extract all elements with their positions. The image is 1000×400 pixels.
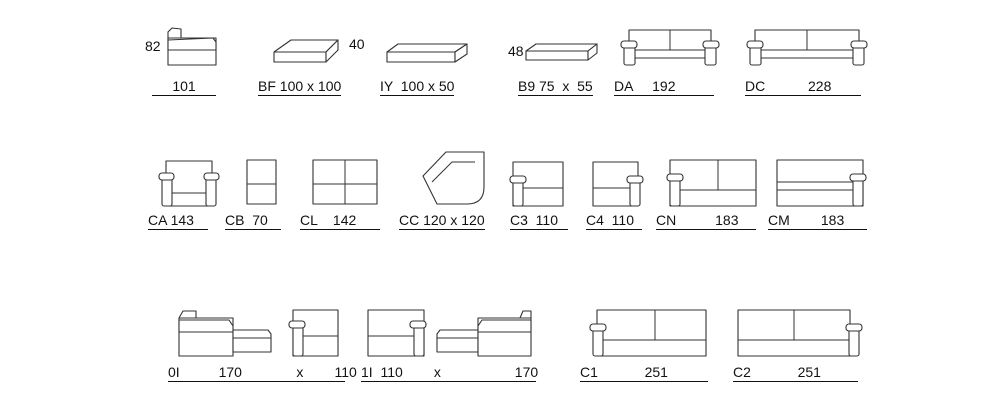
drawing-cl-loveseat <box>312 159 378 205</box>
drawing-cm-sofa <box>776 159 867 207</box>
label-iy: IY 100 x 50 <box>380 78 455 96</box>
drawing-101-recliner-seat <box>167 27 217 66</box>
drawing-c1-sofa <box>589 309 707 357</box>
drawing-b9-bench <box>525 43 598 61</box>
label-cn: CN 183 <box>656 212 756 230</box>
drawing-0i-chaise-combination <box>178 309 339 357</box>
drawing-cn-sofa <box>666 159 757 207</box>
drawing-cc-corner <box>422 151 485 205</box>
label-da: DA 192 <box>614 78 714 96</box>
drawing-c4-chair-arm-right <box>592 161 644 207</box>
label-bf: BF 100 x 100 <box>258 78 342 96</box>
label-c1: C1 251 <box>580 364 708 382</box>
label-c4: C4 110 <box>586 212 642 230</box>
label-c2: C2 251 <box>733 364 858 382</box>
label-101: 101 <box>152 78 216 96</box>
drawing-dc-sofa <box>746 29 868 66</box>
drawing-cb-armless-chair <box>246 159 277 205</box>
label-cl: CL 142 <box>300 212 380 230</box>
drawing-da-sofa <box>620 29 720 66</box>
drawing-c2-sofa <box>737 309 863 357</box>
label-cm: CM 183 <box>768 212 867 230</box>
drawing-bf-pouf <box>273 39 339 63</box>
height-b9: 48 <box>508 43 524 59</box>
label-1i: 1I 110 x 170 <box>361 364 539 382</box>
label-cb: CB 70 <box>225 212 281 230</box>
label-ca: CA 143 <box>148 212 208 230</box>
drawing-1i-chaise-combination <box>367 309 532 357</box>
label-dc: DC 228 <box>745 78 861 96</box>
drawing-c3-chair-arm-left <box>509 161 564 207</box>
label-cc: CC 120 x 120 <box>399 212 485 230</box>
height-iy: 40 <box>349 36 365 52</box>
height-101: 82 <box>145 38 161 54</box>
drawing-iy-ottoman <box>386 43 468 63</box>
label-b9: B9 75 x 55 <box>518 78 593 96</box>
label-0i: 0I 170 x 110 <box>168 364 357 382</box>
drawing-ca-armchair <box>158 160 220 207</box>
label-c3: C3 110 <box>510 212 568 230</box>
